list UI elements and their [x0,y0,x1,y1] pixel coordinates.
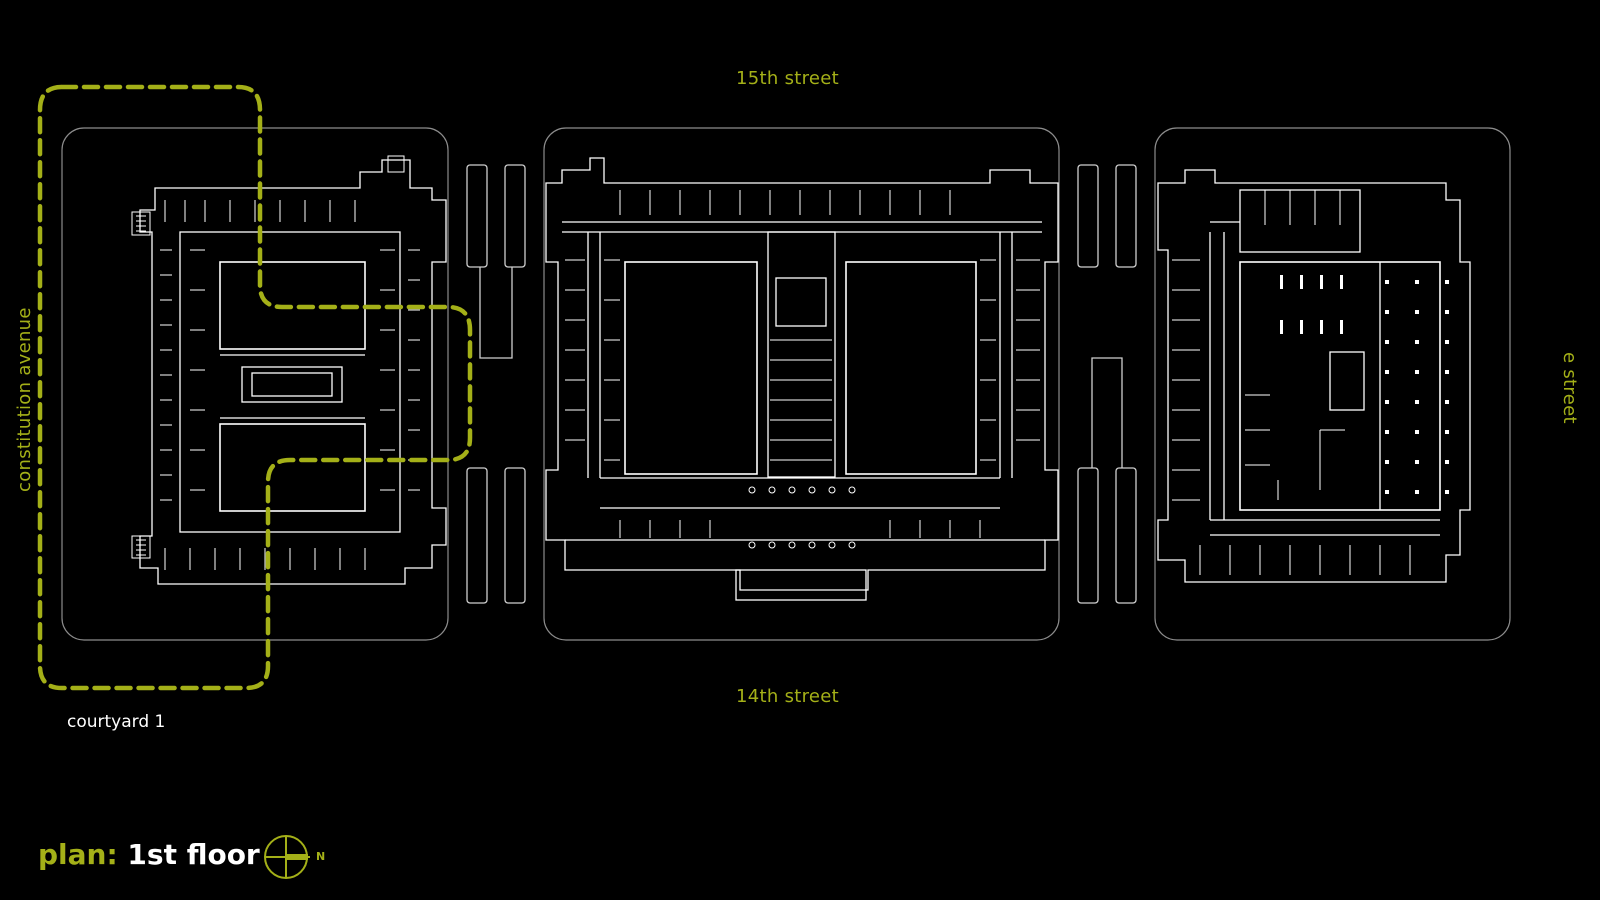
column [1385,490,1389,494]
column [788,541,796,549]
building-west [131,155,447,585]
east-columns [1280,275,1449,494]
column [1415,340,1419,344]
column [1320,320,1323,334]
east-central-stair [1329,351,1365,411]
column [1445,400,1449,404]
center-courtyard-west [624,261,758,475]
column [748,486,756,494]
column [748,541,756,549]
column [848,541,856,549]
compass-north-letter: N [316,850,326,863]
column [1415,490,1419,494]
building-west-ring-corridor [179,231,401,533]
column [1300,320,1303,334]
site-outlines [61,127,1511,641]
compass-icon [264,835,310,879]
column [1340,275,1343,289]
courtyard-label: courtyard 1 [67,712,166,732]
column [1445,340,1449,344]
bridge-se-1 [1077,467,1099,604]
bridge-ne-1 [1077,164,1099,268]
site-outline-west [61,127,449,641]
column [1445,310,1449,314]
west-courtyard-south [219,423,366,512]
building-center [545,157,1059,601]
column [808,541,816,549]
bridge-ne-2 [1115,164,1137,268]
column [1415,370,1419,374]
column [1445,490,1449,494]
center-courtyard-east [845,261,977,475]
column [1445,460,1449,464]
column [1415,460,1419,464]
building-east [1157,169,1471,583]
connector-bridges [466,164,1137,604]
column [1385,400,1389,404]
column [1445,430,1449,434]
column [1445,370,1449,374]
column [768,541,776,549]
building-west-outline [139,159,447,585]
bridge-sw-1 [466,467,488,604]
bridge-se-2 [1115,467,1137,604]
column [1280,275,1283,289]
plan-title: plan: 1st floor [38,838,260,871]
bridge-sw-2 [504,467,526,604]
link-east-tunnel [1091,357,1123,468]
column [1385,370,1389,374]
column [1385,430,1389,434]
link-west-tunnel [479,267,513,359]
column [1385,310,1389,314]
center-auditorium [775,277,827,327]
bridge-nw-2 [504,164,526,268]
east-exhibit-hall [1239,261,1441,511]
column [1280,320,1283,334]
building-east-outline [1157,169,1471,583]
courtyard-highlight-path [37,84,473,691]
center-entrance-portico [735,569,867,601]
street-label-north: 15th street [736,68,840,89]
east-room-partitions [1172,190,1411,575]
west-central-hall [241,366,343,403]
street-label-west: constitution avenue [14,307,35,492]
plan-title-prefix: plan: [38,838,118,871]
west-stairs [131,155,405,559]
column [1415,400,1419,404]
column [1415,430,1419,434]
column [788,486,796,494]
street-label-south: 14th street [736,686,840,707]
building-center-outline [545,157,1059,591]
bridge-nw-1 [466,164,488,268]
site-outline-center [543,127,1060,641]
column [1385,460,1389,464]
west-central-hall-inner [251,372,333,397]
center-room-partitions [565,190,1040,538]
column [828,541,836,549]
column [1300,275,1303,289]
west-room-partitions [160,200,420,570]
column [828,486,836,494]
column [1340,320,1343,334]
east-corridors [1209,221,1440,536]
plan-title-floor: 1st floor [127,838,260,871]
column [768,486,776,494]
center-columns [748,486,856,549]
east-north-block [1239,189,1361,253]
column [1415,310,1419,314]
column [1385,340,1389,344]
site-outline-east [1154,127,1511,641]
column [1415,280,1419,284]
column [808,486,816,494]
compass-pointer [286,854,308,860]
center-corridors [562,221,1045,541]
column [1445,280,1449,284]
column [848,486,856,494]
column [1320,275,1323,289]
street-label-east: e street [1559,352,1580,424]
column [1385,280,1389,284]
